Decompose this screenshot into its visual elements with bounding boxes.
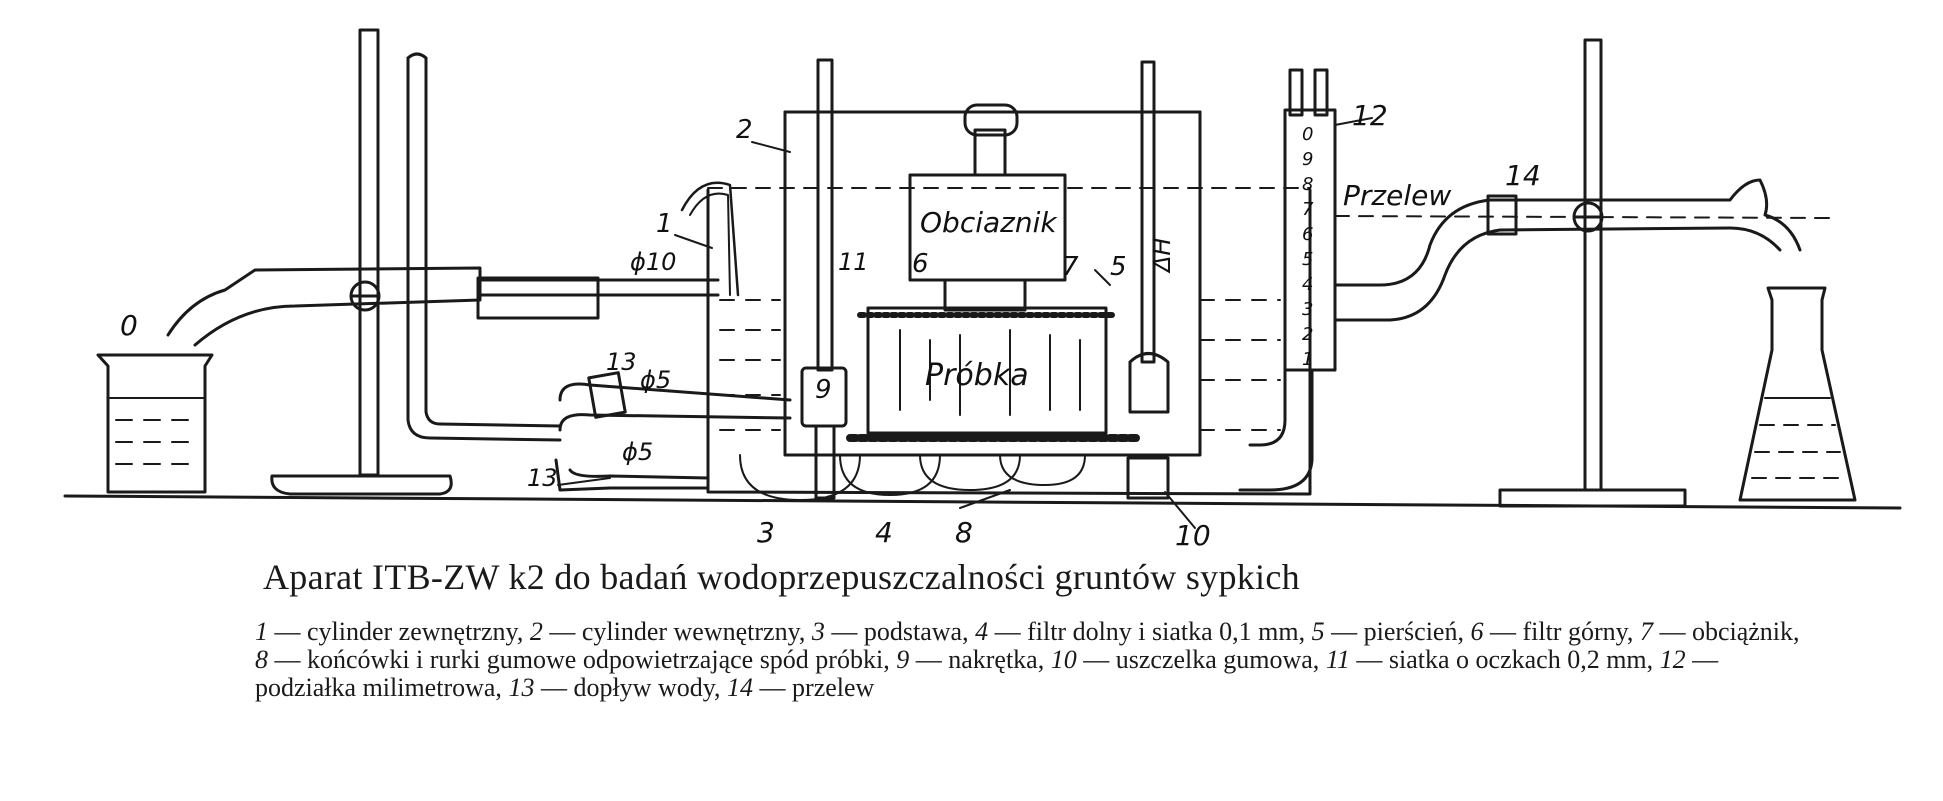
legend-num: 5 <box>1311 617 1325 646</box>
scale-mark: 8 <box>1302 174 1313 195</box>
legend-entry: 2 — cylinder wewnętrzny, <box>530 617 812 646</box>
legend-text: — pierścień, <box>1324 617 1471 646</box>
label-overflow: Przelew <box>1343 179 1451 212</box>
legend-text: — podziałka milimetrowa, <box>255 645 1719 702</box>
legend-num: 3 <box>811 617 825 646</box>
legend-text: — końcówki i rurki gumowe odpowietrzając… <box>268 645 897 674</box>
legend-num: 8 <box>255 645 268 674</box>
leader-lines <box>557 117 1373 529</box>
label-sample: Próbka <box>925 358 1029 393</box>
legend-text: — cylinder zewnętrzny, <box>268 617 530 646</box>
legend-text: — filtr dolny i siatka 0,1 mm, <box>988 617 1312 646</box>
legend-entry: 10 — uszczelka gumowa, <box>1051 645 1326 674</box>
legend-text: — podstawa, <box>824 617 976 646</box>
legend-num: 9 <box>896 645 910 674</box>
inner-cylinder <box>783 110 1202 457</box>
legend-num: 10 <box>1050 645 1077 674</box>
screw-rod <box>800 58 848 500</box>
rubber-tubes <box>739 454 1086 501</box>
label-delta-h: ΔH <box>1148 238 1176 274</box>
scale-tube <box>1238 68 1337 492</box>
legend-entry: 7 — obciążnik, <box>1640 617 1800 646</box>
inlet-fittings <box>554 371 792 492</box>
legend-text: — nakrętka, <box>909 645 1051 674</box>
label-3: 3 <box>757 516 775 549</box>
scale-mark: 9 <box>1302 149 1313 170</box>
legend-num: 13 <box>508 673 535 702</box>
legend-text: — dopływ wody, <box>534 673 728 702</box>
legend-entry: 1 — cylinder zewnętrzny, <box>255 617 530 646</box>
legend-entry: 14 — przelew <box>727 673 874 702</box>
legend-num: 7 <box>1639 617 1653 646</box>
legend-entry: 6 — filtr górny, <box>1470 617 1639 646</box>
legend-num: 4 <box>975 617 989 646</box>
legend-num: 1 <box>255 617 268 646</box>
legend-entry: 9 — nakrętka, <box>896 645 1051 674</box>
sample-chamber <box>846 306 1144 442</box>
label-8: 8 <box>955 516 973 549</box>
legend-entry: 3 — podstawa, <box>812 617 975 646</box>
label-13-lower: 13 <box>527 464 558 492</box>
label-weight: Obciaznik <box>920 206 1058 239</box>
legend-text: — obciążnik, <box>1652 617 1800 646</box>
legend-entry: 5 — pierścień, <box>1312 617 1471 646</box>
label-phi5-lower: ϕ5 <box>622 438 653 466</box>
label-11: 11 <box>838 248 869 276</box>
legend-num: 14 <box>727 673 754 702</box>
scale-mark: 2 <box>1302 324 1313 345</box>
label-5: 5 <box>1110 252 1127 282</box>
label-2: 2 <box>736 115 753 145</box>
seal-rod <box>1126 60 1170 500</box>
right-flask <box>1738 286 1857 502</box>
legend-num: 11 <box>1325 645 1350 674</box>
legend-text: — przelew <box>753 673 875 702</box>
figure-legend: 1 — cylinder zewnętrzny, 2 — cylinder we… <box>255 618 1815 702</box>
legend-entry: 4 — filtr dolny i siatka 0,1 mm, <box>975 617 1312 646</box>
label-phi5-upper: ϕ5 <box>640 366 671 394</box>
scale-mark: 3 <box>1302 299 1313 320</box>
label-0: 0 <box>120 309 138 342</box>
outlet-tube <box>166 266 720 347</box>
legend-text: — filtr górny, <box>1483 617 1640 646</box>
legend-entry: 11 — siatka o oczkach 0,2 mm, <box>1326 645 1660 674</box>
legend-entry: 8 — końcówki i rurki gumowe odpowietrzaj… <box>255 645 896 674</box>
legend-text: — siatka o oczkach 0,2 mm, <box>1349 645 1660 674</box>
scale-mark: 1 <box>1302 349 1313 370</box>
legend-entry: 12 — podziałka milimetrowa, <box>255 645 1718 702</box>
scale-marks: 0 9 8 7 6 5 4 3 2 1 <box>1302 124 1314 370</box>
label-9: 9 <box>815 375 832 405</box>
label-13-upper: 13 <box>606 348 637 376</box>
label-10: 10 <box>1175 519 1211 552</box>
right-stand <box>1498 38 1687 508</box>
legend-text: — uszczelka gumowa, <box>1076 645 1326 674</box>
scale-mark: 4 <box>1302 274 1313 295</box>
scale-mark: 6 <box>1302 224 1313 245</box>
label-7: 7 <box>1062 252 1079 282</box>
legend-text: — cylinder wewnętrzny, <box>542 617 812 646</box>
left-stand <box>270 28 453 496</box>
label-12: 12 <box>1352 99 1388 132</box>
legend-num: 12 <box>1659 645 1686 674</box>
figure-caption-title: Aparat ITB-ZW k2 do badań wodoprzepuszcz… <box>263 557 1300 597</box>
legend-entry: 13 — dopływ wody, <box>508 673 727 702</box>
label-phi10: ϕ10 <box>630 248 676 276</box>
weight-block <box>908 103 1067 312</box>
label-6: 6 <box>912 249 929 279</box>
scale-mark: 0 <box>1302 124 1313 145</box>
inlet-tube <box>406 52 562 442</box>
scale-mark: 7 <box>1302 199 1314 220</box>
label-1: 1 <box>656 209 673 239</box>
label-4: 4 <box>875 516 893 549</box>
left-beaker <box>96 353 214 494</box>
legend-num: 2 <box>529 617 543 646</box>
scale-mark: 5 <box>1302 249 1313 270</box>
legend-num: 6 <box>1470 617 1484 646</box>
label-14: 14 <box>1505 159 1541 192</box>
